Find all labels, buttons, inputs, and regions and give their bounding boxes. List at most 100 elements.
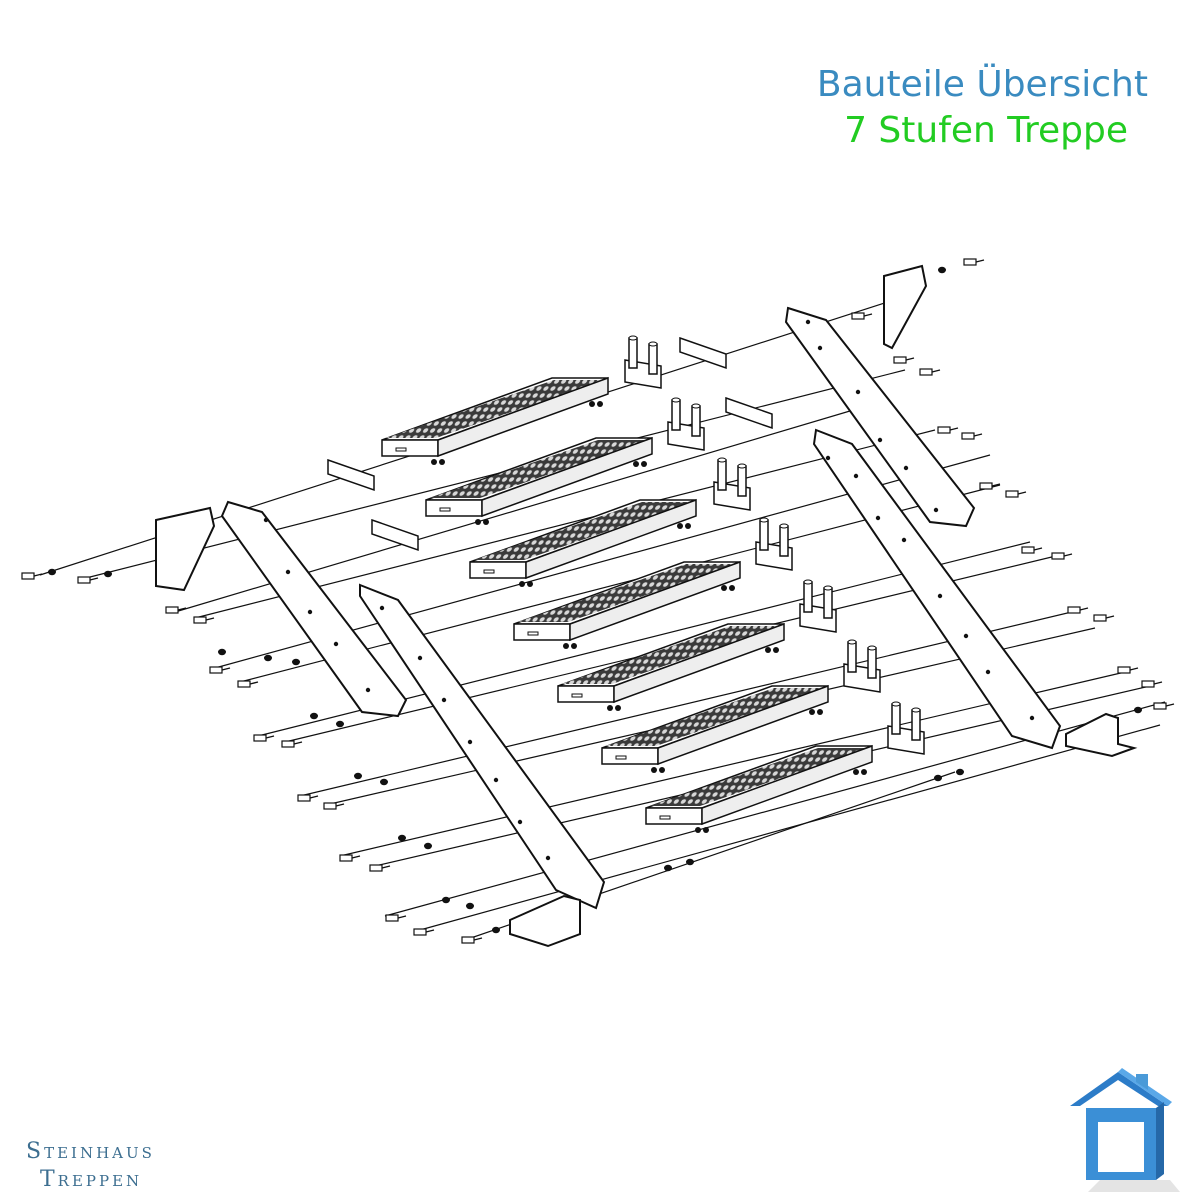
- brand-line-2: Treppen: [40, 1167, 143, 1192]
- assembly-line: [419, 724, 1161, 931]
- bolt: [165, 606, 187, 614]
- bracket-post: [823, 587, 833, 619]
- step-bracket: [887, 701, 925, 755]
- stringer-hole: [365, 687, 371, 693]
- bolt: [1051, 552, 1073, 560]
- stringer-hole: [307, 609, 313, 615]
- bolt-shank: [863, 313, 873, 317]
- nut: [492, 926, 500, 934]
- bolt-shank: [975, 259, 985, 263]
- stringer-hole: [493, 777, 499, 783]
- cover-plate: [371, 518, 419, 552]
- bolt: [979, 482, 1001, 490]
- right-front-stringer: [812, 428, 1062, 750]
- bolt-shank: [205, 617, 215, 621]
- floor-foot-right: [1065, 712, 1138, 758]
- bolt: [77, 576, 99, 584]
- nut: [354, 772, 362, 780]
- step-side-face: [657, 684, 829, 766]
- bolt-shank: [1063, 553, 1073, 557]
- bolt: [323, 802, 345, 810]
- bolt-head: [281, 740, 295, 748]
- stringer-hole: [285, 569, 291, 575]
- nut: [310, 712, 318, 720]
- step-nut: [615, 705, 621, 711]
- stringer-hole: [853, 473, 859, 479]
- bolt: [1117, 666, 1139, 674]
- bolt-shank: [1079, 607, 1089, 611]
- step-grating: [606, 688, 824, 746]
- step-nut: [527, 581, 533, 587]
- bolt: [193, 616, 215, 624]
- bracket-post: [891, 703, 901, 735]
- bolt: [253, 734, 275, 742]
- bolt-shank: [1165, 703, 1175, 707]
- bracket-post: [691, 405, 701, 437]
- bolt: [369, 864, 391, 872]
- nut: [466, 902, 474, 910]
- bolt: [919, 368, 941, 376]
- step-front-face: [381, 439, 439, 457]
- step-nut: [703, 827, 709, 833]
- bolt-head: [369, 864, 383, 872]
- step-nut: [721, 585, 727, 591]
- step-grating: [474, 502, 692, 560]
- nut: [1134, 706, 1142, 714]
- bolt: [961, 432, 983, 440]
- stringer-hole: [901, 537, 907, 543]
- bracket-post-top: [759, 517, 769, 523]
- bolt-head: [209, 666, 223, 674]
- bolt-head: [1153, 702, 1167, 710]
- bolt: [1067, 606, 1089, 614]
- bolt-head: [165, 606, 179, 614]
- bolt: [851, 312, 873, 320]
- step-nut: [641, 461, 647, 467]
- step-nut: [571, 643, 577, 649]
- step-nut: [773, 647, 779, 653]
- step-nut: [483, 519, 489, 525]
- step-slot: [483, 569, 495, 574]
- bolt-head: [919, 368, 933, 376]
- bolt: [1093, 614, 1115, 622]
- stringer-hole: [333, 641, 339, 647]
- bolt-shank: [949, 427, 959, 431]
- bolt: [385, 914, 407, 922]
- step-side-face: [701, 744, 873, 826]
- bolt-shank: [265, 735, 275, 739]
- step-nut: [677, 523, 683, 529]
- step-slot: [439, 507, 451, 512]
- bracket-post: [867, 647, 877, 679]
- bracket-post-top: [671, 397, 681, 403]
- brand-line-1: Steinhaus: [26, 1139, 155, 1164]
- bolt-shank: [335, 803, 345, 807]
- step-nut: [431, 459, 437, 465]
- grating-step: [469, 498, 697, 587]
- bracket-post-top: [911, 707, 921, 713]
- bolt-shank: [89, 577, 99, 581]
- bolt-shank: [309, 795, 319, 799]
- bolt-head: [253, 734, 267, 742]
- bolt-shank: [1105, 615, 1115, 619]
- step-nut: [475, 519, 481, 525]
- stringer-hole: [263, 517, 269, 523]
- step-front-face: [557, 685, 615, 703]
- grating-step: [557, 622, 785, 711]
- title-line-2: 7 Stufen Treppe: [844, 110, 1128, 151]
- bracket-post-top: [779, 523, 789, 529]
- bolt-shank: [177, 607, 187, 611]
- title-line-1: Bauteile Übersicht: [816, 64, 1148, 105]
- left-front-stringer: [359, 583, 606, 910]
- step-nut: [651, 767, 657, 773]
- bolt-head: [1141, 680, 1155, 688]
- step-nut: [765, 647, 771, 653]
- bracket-post: [628, 337, 638, 369]
- step-nut: [607, 705, 613, 711]
- bracket-post: [648, 343, 658, 375]
- step-side-face: [613, 622, 785, 704]
- step-nut: [439, 459, 445, 465]
- nut: [292, 658, 300, 666]
- nut: [956, 768, 964, 776]
- grating-step: [645, 744, 873, 833]
- step-nut: [597, 401, 603, 407]
